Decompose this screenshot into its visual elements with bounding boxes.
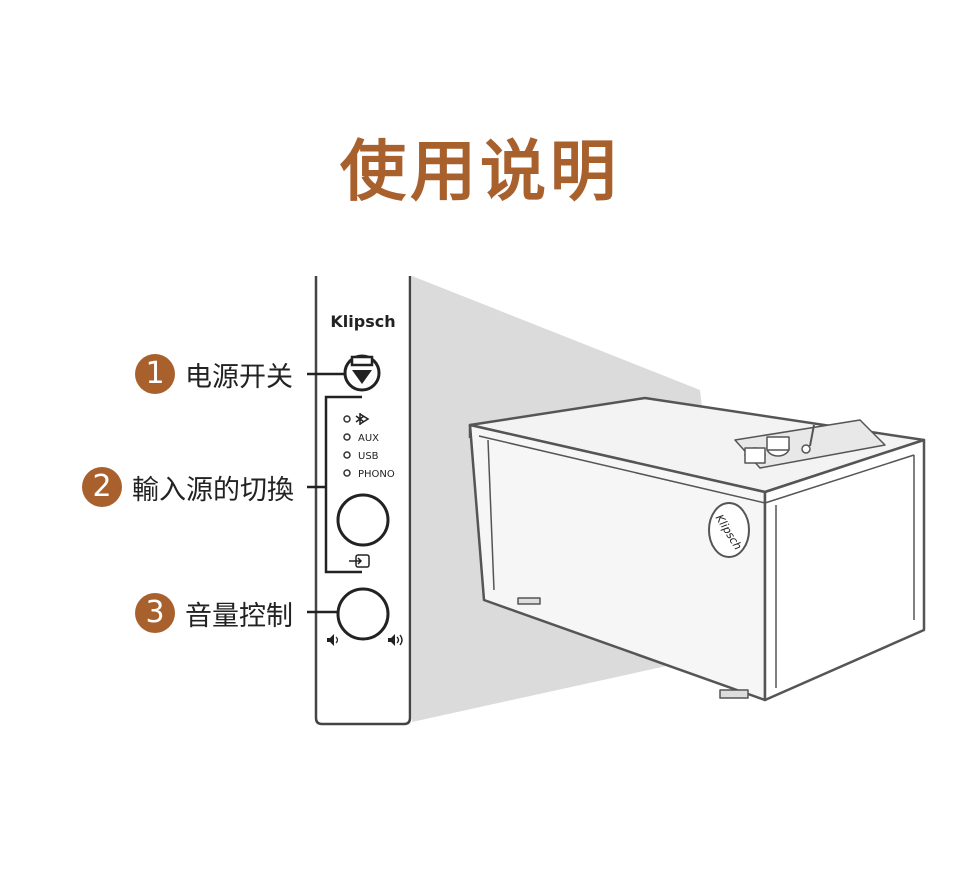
callout-number: 1 xyxy=(135,354,175,394)
speaker-high-icon xyxy=(388,634,403,646)
bluetooth-icon xyxy=(355,413,370,425)
input-label-phono: PHONO xyxy=(358,469,395,480)
volume-knob[interactable] xyxy=(336,587,390,641)
callout-number: 3 xyxy=(135,593,175,633)
speaker-illustration xyxy=(468,396,926,702)
callout-input: 2 輸入源的切換 xyxy=(82,467,294,507)
input-label-aux: AUX xyxy=(358,433,379,444)
power-switch[interactable] xyxy=(343,354,381,392)
callout-number: 2 xyxy=(82,467,122,507)
callout-power: 1 电源开关 xyxy=(135,354,293,394)
callout-volume: 3 音量控制 xyxy=(135,593,293,633)
callout-leaders xyxy=(307,372,346,614)
callout-label: 音量控制 xyxy=(185,600,293,632)
control-panel: Klipsch AUX USB PHONO xyxy=(314,276,412,726)
callout-label: 电源开关 xyxy=(185,361,293,393)
speaker-low-icon xyxy=(327,634,339,646)
brand-logo: Klipsch xyxy=(330,312,395,331)
input-source-icon xyxy=(349,554,370,568)
input-indicators xyxy=(343,415,351,477)
input-label-usb: USB xyxy=(358,451,379,462)
input-selector-knob[interactable] xyxy=(336,493,390,547)
page-title: 使用说明 xyxy=(340,133,620,210)
callout-label: 輸入源的切換 xyxy=(132,474,294,506)
